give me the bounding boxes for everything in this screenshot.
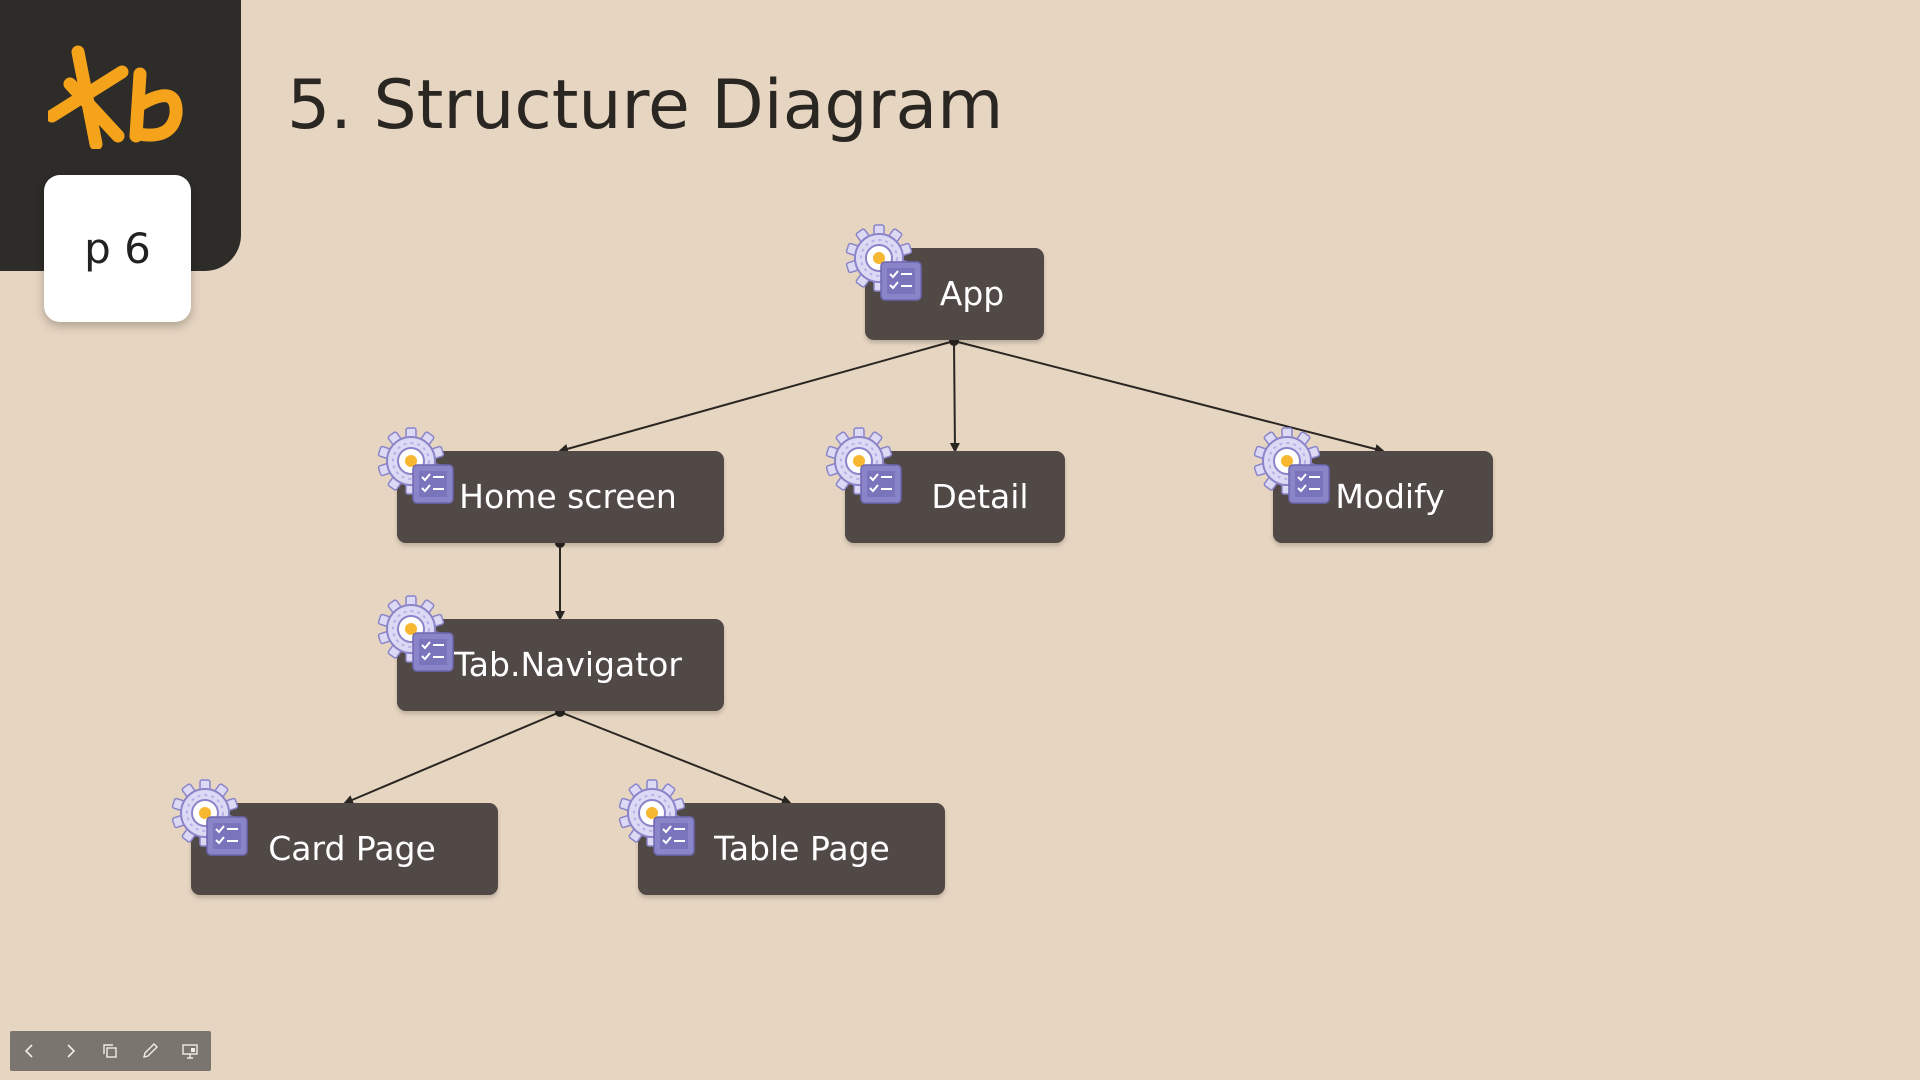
corner-panel: p 6 <box>0 0 241 322</box>
node-label: Tab.Navigator <box>454 645 682 684</box>
slide-title: 5. Structure Diagram <box>287 66 1004 145</box>
prev-slide-button[interactable] <box>10 1031 50 1071</box>
node-tabnav: Tab.Navigator <box>397 619 724 711</box>
connector-app-to-modify <box>953 340 1385 454</box>
node-label: Home screen <box>459 477 677 516</box>
next-slide-button[interactable] <box>50 1031 90 1071</box>
chevron-right-icon <box>67 1044 76 1058</box>
node-label: Table Page <box>714 829 890 868</box>
kb-logo-icon <box>48 45 183 149</box>
node-label: Modify <box>1335 477 1445 516</box>
connector-tabnav-to-table <box>559 711 792 805</box>
pen-icon <box>143 1043 158 1058</box>
gear-checklist-icon <box>377 593 455 673</box>
gear-checklist-icon <box>1253 425 1331 505</box>
gear-checklist-icon <box>618 777 696 857</box>
presenter-icon <box>182 1044 198 1059</box>
gear-checklist-icon <box>377 425 455 505</box>
node-label: Card Page <box>268 829 436 868</box>
gear-checklist-icon <box>171 777 249 857</box>
gear-checklist-icon <box>845 222 923 302</box>
slideshow-toolbar <box>10 1031 211 1071</box>
gear-checklist-icon <box>825 425 903 505</box>
connector-app-to-detail <box>949 340 960 453</box>
presenter-view-button[interactable] <box>170 1031 210 1071</box>
node-label: Detail <box>931 477 1029 516</box>
connector-app-to-home <box>558 340 955 454</box>
pen-button[interactable] <box>130 1031 170 1071</box>
page-number: p 6 <box>84 224 151 273</box>
page-number-badge: p 6 <box>44 175 191 322</box>
connector-tabnav-to-card <box>343 711 561 805</box>
see-all-slides-button[interactable] <box>90 1031 130 1071</box>
node-label: App <box>939 274 1005 313</box>
slides-icon <box>103 1044 117 1058</box>
chevron-left-icon <box>24 1044 33 1058</box>
